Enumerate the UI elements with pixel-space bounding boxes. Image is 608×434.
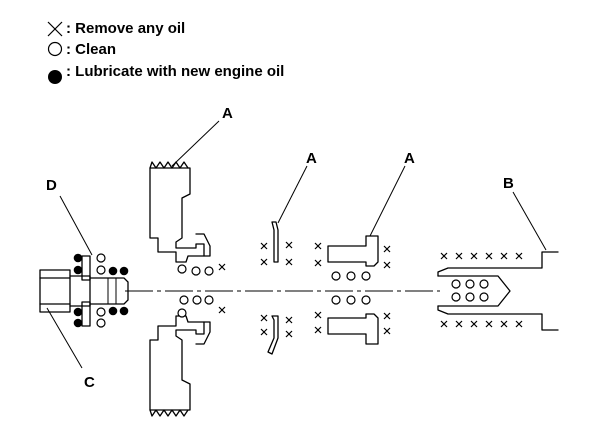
clean-icon [47, 41, 63, 57]
lubricate-marks-bolt [73, 253, 129, 328]
clean-marks-washer [96, 253, 106, 328]
remove-oil-icon [47, 21, 63, 37]
remove-oil-marks-key [260, 241, 293, 338]
lubricate-icon [48, 70, 62, 84]
crankshaft-pulley [149, 161, 211, 417]
leader-lines [46, 120, 547, 369]
callout-a-pulley: A [222, 105, 233, 122]
key-piece [267, 221, 279, 355]
legend: : Remove any oil : Clean : Lubricate wit… [47, 20, 284, 84]
clean-marks-crankshaft [451, 279, 489, 302]
bolt [39, 269, 129, 313]
callout-a-drive-pulley: A [404, 150, 415, 167]
crankshaft-end [437, 251, 559, 331]
legend-remove-oil: : Remove any oil [66, 20, 185, 37]
legend-lubricate: : Lubricate with new engine oil [66, 63, 284, 80]
remove-oil-marks-drive-pulley [314, 242, 391, 335]
drive-pulley [327, 235, 379, 345]
clean-marks-pulley [177, 264, 214, 318]
washer [81, 255, 91, 327]
callout-d: D [46, 177, 57, 194]
legend-clean: : Clean [66, 41, 116, 58]
callout-c: C [84, 374, 95, 391]
callout-b: B [503, 175, 514, 192]
remove-oil-marks-pulley [218, 263, 226, 314]
remove-oil-marks-crankshaft [440, 252, 523, 328]
clean-marks-drive-pulley [331, 271, 371, 305]
callout-a-key: A [306, 150, 317, 167]
